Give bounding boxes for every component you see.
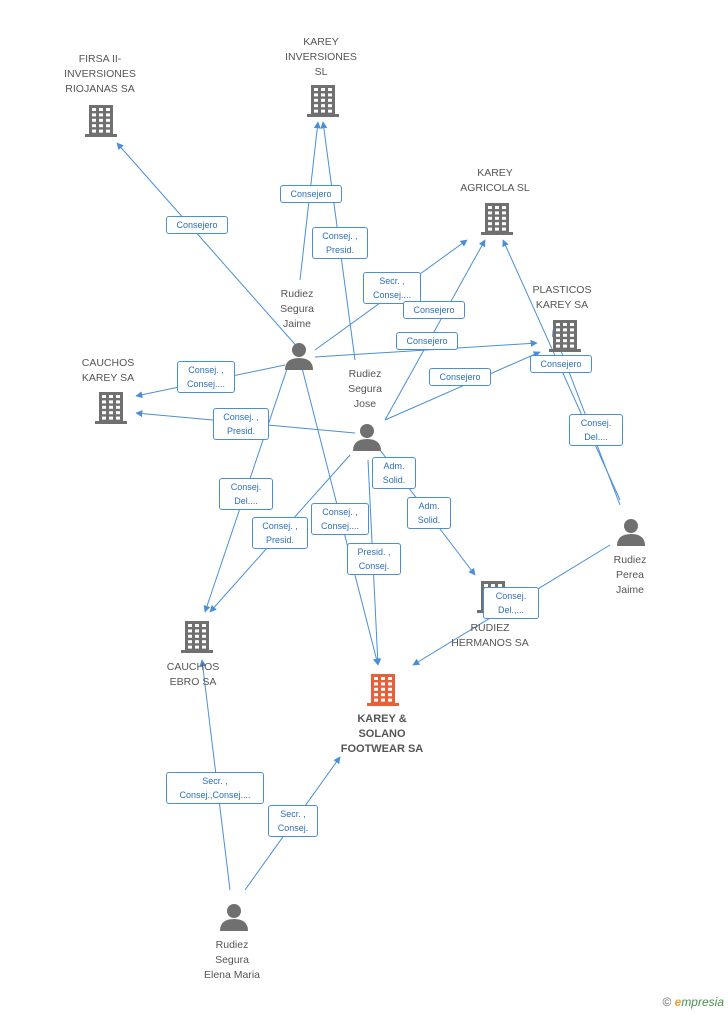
building-icon[interactable] bbox=[85, 105, 117, 137]
building-icon[interactable] bbox=[367, 674, 399, 706]
person-icon[interactable] bbox=[220, 904, 248, 931]
building-icon[interactable] bbox=[549, 320, 581, 352]
node-label-cauchos-ebro[interactable]: CAUCHOS EBRO SA bbox=[166, 661, 220, 688]
edge-label[interactable]: Presid. , Consej. bbox=[347, 543, 401, 575]
edge-label[interactable]: Consejero bbox=[530, 355, 592, 373]
edge-label[interactable]: Adm. Solid. bbox=[407, 497, 451, 529]
node-label-karey-agricola[interactable]: KAREY AGRICOLA SL bbox=[460, 167, 530, 194]
node-label-cauchos-karey[interactable]: CAUCHOS KAREY SA bbox=[81, 357, 135, 384]
node-label-firsa[interactable]: FIRSA II- INVERSIONES RIOJANAS SA bbox=[64, 53, 136, 95]
edge-label[interactable]: Consejero bbox=[429, 368, 491, 386]
edge-label[interactable]: Adm. Solid. bbox=[372, 457, 416, 489]
edge-label[interactable]: Consej. , Consej.... bbox=[177, 361, 235, 393]
edge-label[interactable]: Consej. , Presid. bbox=[312, 227, 368, 259]
relationship-edge bbox=[116, 142, 301, 351]
edge-label[interactable]: Consej. Del.... bbox=[219, 478, 273, 510]
relationship-edge bbox=[314, 339, 538, 358]
node-label-plasticos-karey[interactable]: PLASTICOS KAREY SA bbox=[532, 284, 592, 311]
edge-label[interactable]: Consej. , Presid. bbox=[252, 517, 308, 549]
person-icon[interactable] bbox=[353, 424, 381, 451]
node-label-karey-inversiones[interactable]: KAREY INVERSIONES SL bbox=[285, 36, 357, 78]
node-label-rudiez-perea-jaime[interactable]: Rudiez Perea Jaime bbox=[613, 554, 647, 596]
edge-label[interactable]: Consej. Del.... bbox=[569, 414, 623, 446]
edge-label[interactable]: Secr. , Consej.,Consej.... bbox=[166, 772, 264, 804]
edge-label[interactable]: Secr. , Consej. bbox=[268, 805, 318, 837]
person-icon[interactable] bbox=[285, 343, 313, 370]
brand-logo-text: mpresia bbox=[681, 995, 724, 1009]
person-icon[interactable] bbox=[617, 519, 645, 546]
edge-label[interactable]: Consej. , Presid. bbox=[213, 408, 269, 440]
edge-label[interactable]: Consej. , Consej.... bbox=[311, 503, 369, 535]
brand-logo-letter: e bbox=[674, 995, 682, 1009]
node-label-karey-solano-footwear[interactable]: KAREY & SOLANO FOOTWEAR SA bbox=[340, 713, 424, 755]
edge-label[interactable]: Consejero bbox=[396, 332, 458, 350]
edge-label[interactable]: Consejero bbox=[403, 301, 465, 319]
building-icon[interactable] bbox=[481, 203, 513, 235]
building-icon[interactable] bbox=[181, 621, 213, 653]
node-label-rudiez-segura-elena-maria[interactable]: Rudiez Segura Elena Maria bbox=[203, 939, 261, 981]
node-label-rudiez-segura-jose[interactable]: Rudiez Segura Jose bbox=[348, 368, 382, 410]
node-label-rudiez-hermanos[interactable]: RUDIEZ HERMANOS SA bbox=[451, 622, 529, 649]
building-icon[interactable] bbox=[307, 85, 339, 117]
edge-label[interactable]: Secr. , Consej.... bbox=[363, 272, 421, 304]
edge-label[interactable]: Consejero bbox=[280, 185, 342, 203]
building-icon[interactable] bbox=[95, 392, 127, 424]
empresia-brand: © empresia bbox=[662, 995, 724, 1009]
edge-label[interactable]: Consej. Del.,... bbox=[483, 587, 539, 619]
node-label-rudiez-segura-jaime[interactable]: Rudiez Segura Jaime bbox=[280, 288, 314, 330]
edge-label[interactable]: Consejero bbox=[166, 216, 228, 234]
copyright-symbol: © bbox=[662, 995, 672, 1009]
relationship-edge bbox=[384, 351, 541, 421]
relationship-edge bbox=[384, 239, 486, 421]
